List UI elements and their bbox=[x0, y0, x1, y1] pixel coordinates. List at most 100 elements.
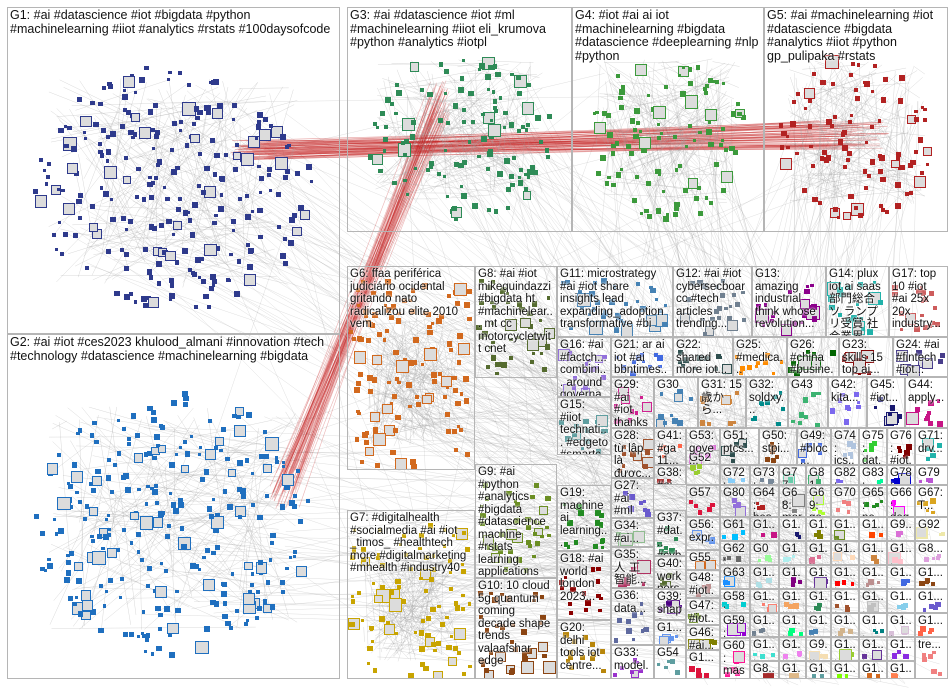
vertex[interactable] bbox=[923, 118, 927, 122]
vertex[interactable] bbox=[425, 632, 432, 639]
vertex[interactable] bbox=[69, 551, 74, 556]
vertex[interactable] bbox=[508, 355, 514, 361]
vertex[interactable] bbox=[383, 125, 388, 130]
vertex[interactable] bbox=[724, 148, 728, 152]
group-box-g77[interactable]: G77 bbox=[779, 465, 806, 485]
vertex[interactable] bbox=[133, 90, 138, 95]
vertex[interactable] bbox=[169, 491, 173, 495]
vertex[interactable] bbox=[184, 143, 190, 148]
vertex[interactable] bbox=[708, 200, 713, 205]
vertex[interactable] bbox=[57, 452, 62, 457]
vertex[interactable] bbox=[652, 105, 667, 120]
vertex[interactable] bbox=[114, 290, 120, 296]
group-box-g27[interactable]: G27: #ai #ml #iot #it... bbox=[611, 478, 654, 518]
vertex[interactable] bbox=[257, 560, 264, 566]
vertex[interactable] bbox=[479, 63, 485, 69]
vertex[interactable] bbox=[704, 83, 710, 89]
vertex[interactable] bbox=[455, 400, 461, 406]
vertex[interactable] bbox=[846, 510, 851, 514]
vertex[interactable] bbox=[808, 99, 812, 103]
vertex[interactable] bbox=[224, 152, 229, 157]
vertex[interactable] bbox=[863, 81, 867, 85]
vertex[interactable] bbox=[390, 102, 394, 107]
vertex[interactable] bbox=[172, 121, 178, 126]
group-box-g21[interactable]: G21: ar ai iot #ai bbntimes... bbox=[611, 337, 673, 377]
group-box-gr23[interactable]: G1... bbox=[779, 589, 806, 613]
vertex[interactable] bbox=[171, 400, 177, 407]
vertex[interactable] bbox=[425, 615, 431, 621]
vertex[interactable] bbox=[175, 608, 181, 614]
vertex[interactable] bbox=[144, 65, 149, 71]
vertex[interactable] bbox=[835, 507, 840, 512]
vertex[interactable] bbox=[453, 601, 459, 606]
vertex[interactable] bbox=[170, 502, 174, 506]
group-box-gr28[interactable]: G1... bbox=[915, 589, 948, 613]
vertex[interactable] bbox=[90, 535, 94, 539]
group-box-g22[interactable]: G22: shared more iot... bbox=[673, 337, 733, 377]
vertex[interactable] bbox=[883, 77, 889, 83]
vertex[interactable] bbox=[283, 175, 288, 180]
vertex[interactable] bbox=[389, 590, 395, 596]
vertex[interactable] bbox=[864, 140, 868, 145]
vertex[interactable] bbox=[468, 90, 474, 97]
vertex[interactable] bbox=[197, 184, 202, 189]
group-box-gr22[interactable]: G1... bbox=[750, 589, 779, 613]
vertex[interactable] bbox=[477, 154, 482, 159]
vertex[interactable] bbox=[676, 420, 683, 426]
vertex[interactable] bbox=[154, 129, 160, 135]
vertex[interactable] bbox=[812, 71, 817, 76]
vertex[interactable] bbox=[195, 115, 200, 121]
vertex[interactable] bbox=[203, 165, 210, 172]
vertex[interactable] bbox=[286, 143, 291, 148]
vertex[interactable] bbox=[71, 146, 77, 152]
vertex[interactable] bbox=[780, 157, 793, 170]
vertex[interactable] bbox=[73, 233, 78, 238]
vertex[interactable] bbox=[157, 612, 163, 618]
vertex[interactable] bbox=[211, 497, 216, 501]
group-box-gr45[interactable]: G1... bbox=[831, 661, 859, 679]
vertex[interactable] bbox=[168, 70, 172, 74]
vertex[interactable] bbox=[379, 616, 385, 622]
vertex[interactable] bbox=[611, 182, 616, 188]
vertex[interactable] bbox=[801, 187, 808, 194]
vertex[interactable] bbox=[659, 636, 670, 644]
vertex[interactable] bbox=[693, 503, 698, 508]
group-box-g31[interactable]: G31: 15 歳から... bbox=[698, 377, 746, 428]
vertex[interactable] bbox=[804, 414, 809, 419]
vertex[interactable] bbox=[687, 80, 693, 86]
vertex[interactable] bbox=[179, 128, 183, 133]
vertex[interactable] bbox=[73, 561, 83, 571]
vertex[interactable] bbox=[880, 176, 886, 183]
vertex[interactable] bbox=[446, 341, 452, 347]
vertex[interactable] bbox=[281, 465, 285, 469]
vertex[interactable] bbox=[461, 193, 468, 199]
vertex[interactable] bbox=[204, 626, 210, 632]
vertex[interactable] bbox=[276, 224, 281, 230]
vertex[interactable] bbox=[542, 367, 547, 372]
vertex[interactable] bbox=[136, 635, 140, 639]
vertex[interactable] bbox=[721, 170, 734, 184]
vertex[interactable] bbox=[397, 380, 401, 385]
vertex[interactable] bbox=[291, 226, 302, 237]
vertex[interactable] bbox=[630, 118, 636, 124]
group-box-g65[interactable]: G65: ne... bbox=[859, 485, 887, 517]
group-box-g29[interactable]: G29: #ai #iot thanks... bbox=[611, 377, 654, 428]
vertex[interactable] bbox=[98, 583, 104, 589]
vertex[interactable] bbox=[250, 472, 254, 476]
vertex[interactable] bbox=[721, 127, 726, 132]
vertex[interactable] bbox=[77, 611, 84, 617]
vertex[interactable] bbox=[156, 261, 162, 267]
vertex[interactable] bbox=[395, 414, 401, 421]
vertex[interactable] bbox=[76, 577, 82, 584]
group-box-g6[interactable]: G6: ffaa periférica judiciário ocidental… bbox=[347, 266, 475, 470]
vertex[interactable] bbox=[689, 666, 695, 672]
vertex[interactable] bbox=[628, 151, 634, 157]
vertex[interactable] bbox=[438, 62, 444, 67]
vertex[interactable] bbox=[141, 197, 146, 202]
vertex[interactable] bbox=[897, 413, 903, 420]
vertex[interactable] bbox=[354, 436, 360, 442]
vertex[interactable] bbox=[54, 247, 58, 251]
group-box-g33[interactable]: G33: model... bbox=[611, 645, 654, 679]
vertex[interactable] bbox=[254, 616, 260, 621]
vertex[interactable] bbox=[157, 281, 162, 286]
